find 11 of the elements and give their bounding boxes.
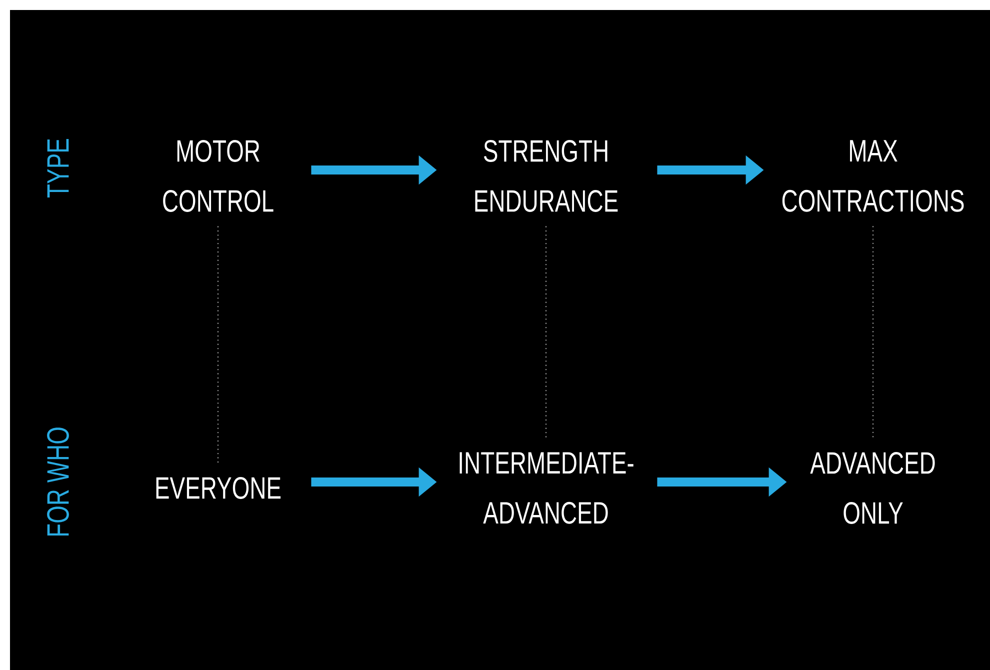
node-text: INTERMEDIATE- ADVANCED	[460, 452, 634, 524]
dotted-line	[872, 226, 874, 440]
node-text: EVERYONE	[156, 477, 281, 499]
row-label: FOR WHO	[47, 428, 69, 536]
dotted-line	[217, 226, 219, 465]
node-text: MAX CONTRACTIONS	[782, 140, 964, 212]
node-text: STRENGTH ENDURANCE	[475, 140, 618, 212]
node-text: ADVANCED ONLY	[810, 452, 935, 524]
row-label: TYPE	[47, 139, 69, 198]
dotted-line	[545, 226, 547, 440]
node-text: MOTOR CONTROL	[163, 140, 274, 212]
